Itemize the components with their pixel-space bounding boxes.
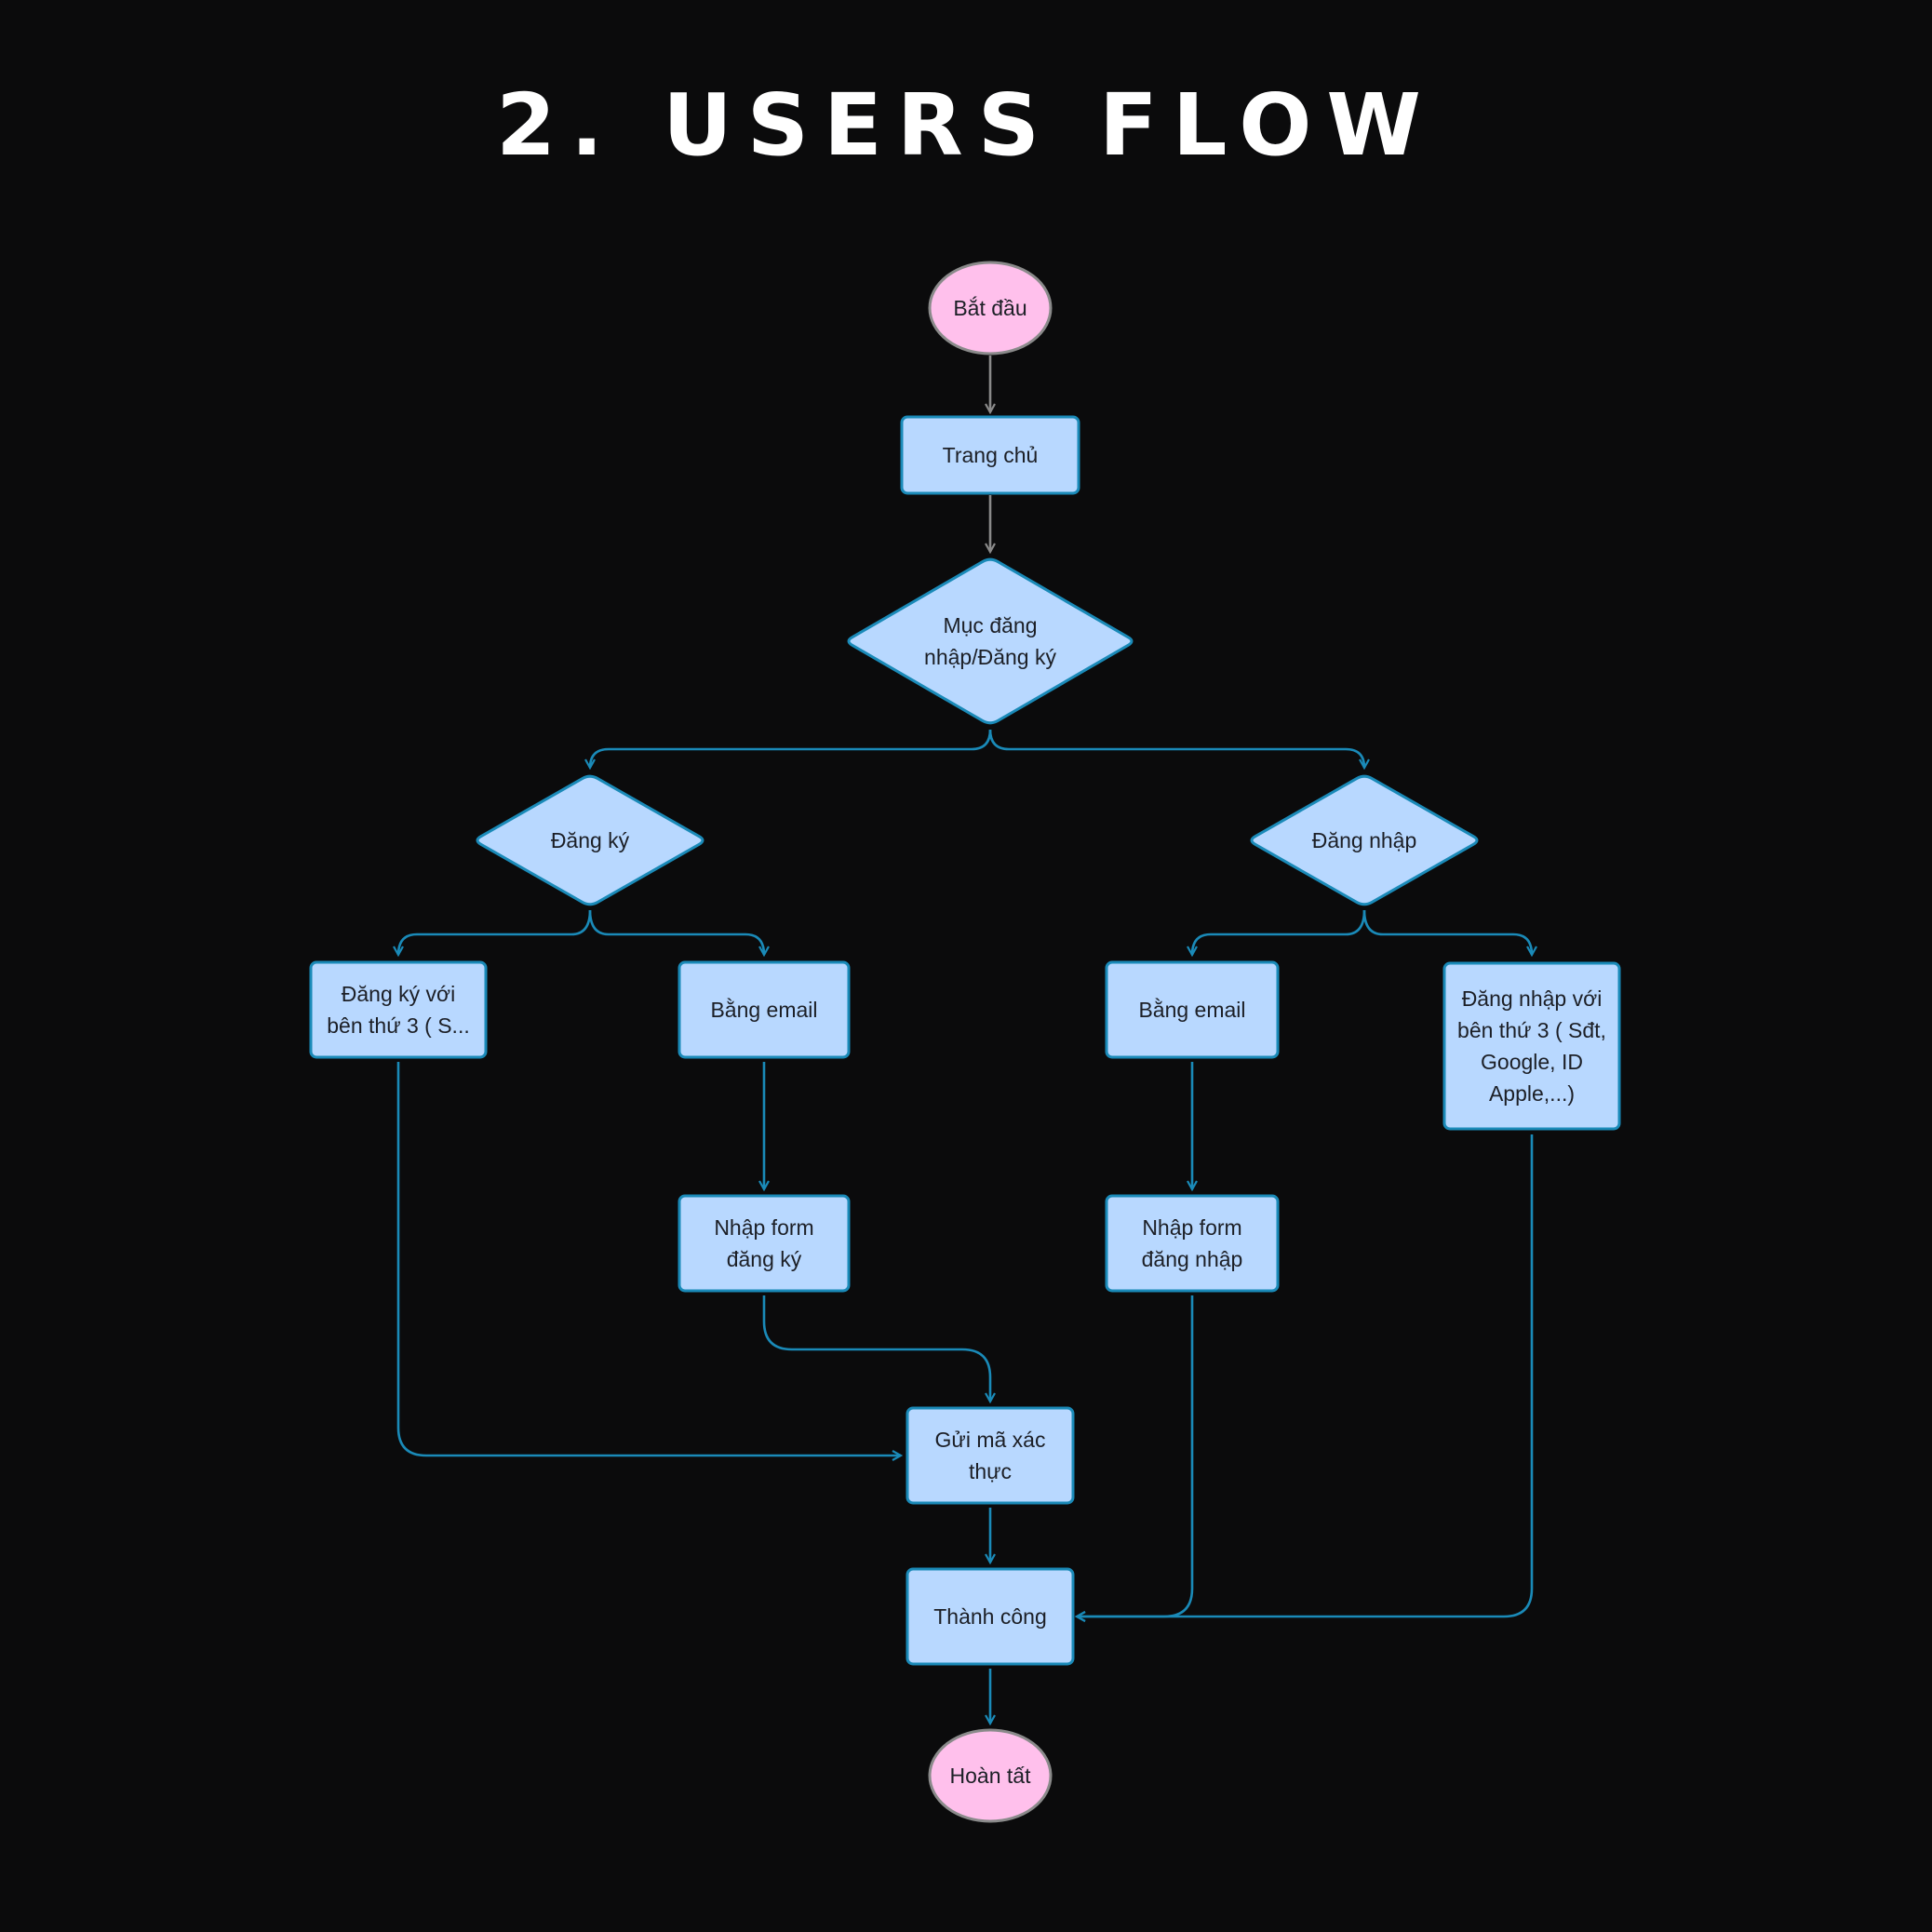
node-login-third-party: Đăng nhập với bên thứ 3 ( Sđt, Google, ID A… [1442, 961, 1621, 1131]
node-success: Thành công [906, 1567, 1075, 1666]
node-label: Gửi mã xác [935, 1428, 1046, 1452]
node-register-third-party: Đăng ký với bên thứ 3 ( S... [309, 960, 488, 1059]
node-login-email: Bằng email [1105, 960, 1280, 1059]
node-label: Trang chủ [943, 443, 1039, 467]
process-shape [1105, 1194, 1280, 1293]
edge-login-form-to-success [1077, 1295, 1194, 1617]
node-label: Apple,...) [1489, 1081, 1575, 1106]
process-shape [900, 415, 1080, 495]
node-label: nhập/Đăng ký [924, 645, 1056, 669]
process-shape [1105, 960, 1280, 1059]
node-home: Trang chủ [900, 415, 1080, 495]
node-login-form: Nhập form đăng nhập [1105, 1194, 1280, 1293]
decision-shape [476, 774, 704, 906]
edge-login-to-login-email [1192, 909, 1366, 955]
process-shape [906, 1406, 1075, 1505]
process-shape [906, 1567, 1075, 1666]
process-shape [1442, 961, 1621, 1131]
edge-login-to-login-third-party [1362, 909, 1532, 955]
node-auth-menu: Mục đăng nhập/Đăng ký [847, 557, 1134, 725]
connectors [398, 356, 1532, 1724]
node-send-code: Gửi mã xác thực [906, 1406, 1075, 1505]
node-start: Bắt đầu [928, 261, 1053, 356]
node-label: Bằng email [1138, 998, 1245, 1022]
terminal-shape [928, 1728, 1053, 1823]
edge-auth-menu-to-register [590, 729, 992, 768]
node-label: bên thứ 3 ( S... [327, 1013, 469, 1038]
node-register: Đăng ký [476, 774, 704, 906]
node-login: Đăng nhập [1250, 774, 1479, 906]
decision-shape [847, 557, 1134, 725]
node-label: Đăng ký [551, 828, 630, 852]
node-label: đăng ký [727, 1247, 802, 1271]
node-register-form: Nhập form đăng ký [678, 1194, 851, 1293]
process-shape [678, 1194, 851, 1293]
page-title: 2. USERS FLOW [496, 75, 1436, 175]
edge-register-to-register-email [588, 909, 764, 955]
node-label: Thành công [933, 1604, 1046, 1629]
node-label: đăng nhập [1142, 1247, 1243, 1271]
node-label: Đăng ký với [342, 982, 455, 1006]
node-label: bên thứ 3 ( Sđt, [1457, 1018, 1606, 1042]
node-register-email: Bằng email [678, 960, 851, 1059]
edge-register-to-register-third-party [398, 909, 592, 955]
node-label: Nhập form [714, 1215, 813, 1240]
node-label: Hoàn tất [950, 1764, 1032, 1788]
node-label: Nhập form [1142, 1215, 1241, 1240]
node-finish: Hoàn tất [928, 1728, 1053, 1823]
node-label: Google, ID [1481, 1050, 1583, 1074]
process-shape [678, 960, 851, 1059]
process-shape [309, 960, 488, 1059]
edge-login-third-party-to-success [1077, 1134, 1534, 1617]
node-label: Đăng nhập với [1462, 986, 1603, 1011]
edge-auth-menu-to-login [988, 729, 1364, 768]
node-label: Bắt đầu [953, 296, 1026, 320]
node-label: Bằng email [710, 998, 817, 1022]
node-label: Đăng nhập [1312, 828, 1417, 852]
terminal-shape [928, 261, 1053, 356]
decision-shape [1250, 774, 1479, 906]
edge-register-form-to-send-code [762, 1295, 990, 1402]
edge-register-third-party-to-send-code [396, 1062, 901, 1456]
node-label: thực [969, 1459, 1012, 1483]
node-label: Mục đăng [943, 613, 1037, 637]
